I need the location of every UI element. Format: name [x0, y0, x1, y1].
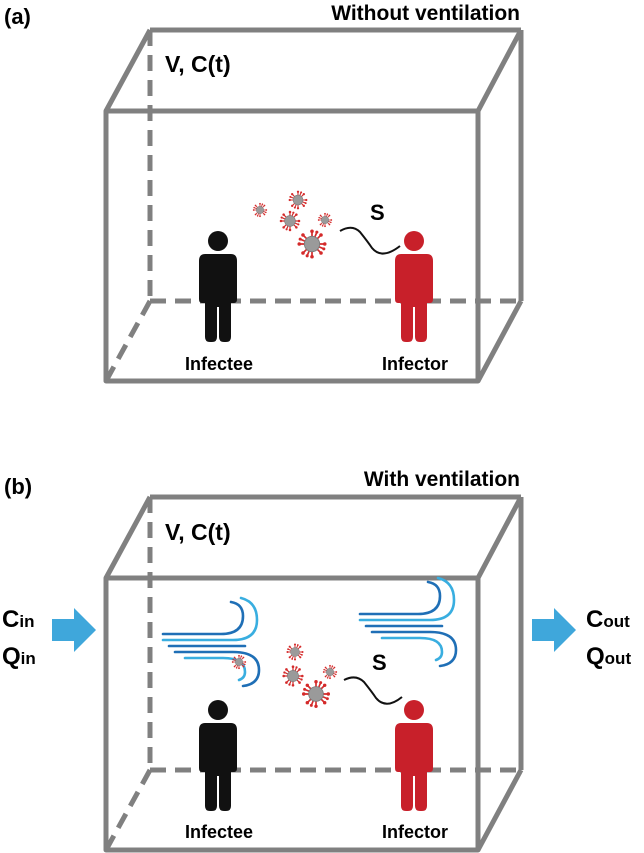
- outflow-q-label: Qout: [586, 643, 631, 670]
- volume-label-a: V, C(t): [165, 51, 231, 77]
- virus-icon: [301, 679, 331, 709]
- inflow-c-label: Cin: [2, 606, 34, 633]
- virus-icon: [296, 228, 328, 260]
- panel-a-title: Without ventilation: [331, 2, 520, 25]
- panel-b: (b) With ventilation V, C(t): [2, 468, 631, 853]
- source-emission-line-a: [339, 226, 401, 255]
- person-icon: [199, 231, 237, 342]
- panel-b-label: (b): [4, 474, 32, 499]
- virus-icon: [322, 664, 338, 680]
- source-emission-line-b: [343, 676, 403, 705]
- outflow-group: Cout Qout: [532, 606, 631, 670]
- virus-icon: [285, 642, 305, 662]
- room-box-b: [103, 494, 524, 853]
- source-label-b: S: [372, 650, 387, 675]
- arrow-right-icon: [532, 608, 576, 652]
- virus-icon: [288, 190, 308, 210]
- volume-label-b: V, C(t): [165, 519, 231, 545]
- virus-icon: [252, 202, 268, 218]
- person-icon: [395, 700, 433, 811]
- inflow-group: Cin Qin: [2, 606, 96, 670]
- virus-icon: [279, 210, 301, 232]
- virus-icon: [231, 654, 247, 670]
- wind-icon: [161, 596, 261, 688]
- source-label-a: S: [370, 200, 385, 225]
- viruses-a: [252, 190, 333, 260]
- infector-label-b: Infector: [382, 822, 448, 842]
- person-icon: [395, 231, 433, 342]
- virus-icon: [317, 212, 333, 228]
- person-icon: [199, 700, 237, 811]
- infector-label-a: Infector: [382, 354, 448, 374]
- arrow-right-icon: [52, 608, 96, 652]
- panel-a: (a) Without ventilation V, C(t) S: [4, 2, 524, 384]
- infectee-label-a: Infectee: [185, 354, 253, 374]
- outflow-c-label: Cout: [586, 606, 630, 633]
- virus-icon: [281, 664, 305, 688]
- panel-b-title: With ventilation: [364, 468, 520, 491]
- room-box-a: [103, 27, 524, 384]
- inflow-q-label: Qin: [2, 643, 36, 670]
- wind-left: [161, 596, 261, 688]
- infectee-label-b: Infectee: [185, 822, 253, 842]
- panel-a-label: (a): [4, 4, 31, 29]
